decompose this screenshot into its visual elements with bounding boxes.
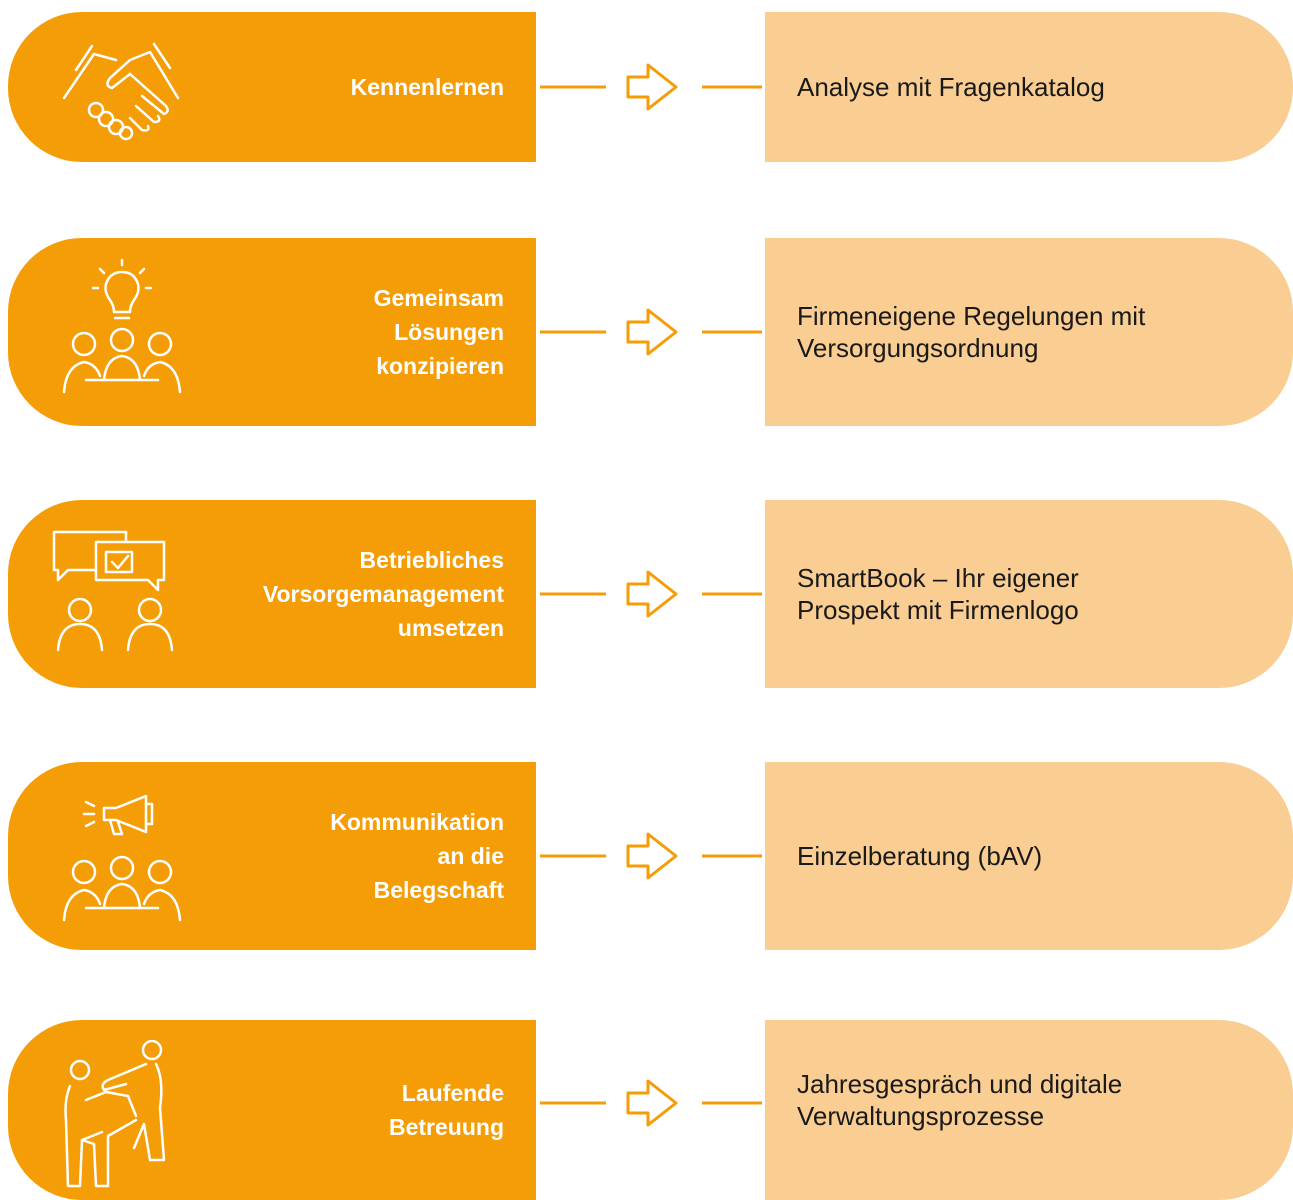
arrow-connector bbox=[536, 62, 762, 112]
process-step-1: Kennenlernen Analyse mit Fragenkatalog bbox=[0, 12, 1293, 162]
chat-check-icon bbox=[46, 524, 196, 654]
process-step-3: Betriebliches Vorsorgemanagement umsetze… bbox=[0, 500, 1293, 688]
step-description: Analyse mit Fragenkatalog bbox=[797, 72, 1105, 102]
step-description: SmartBook – Ihr eigener Prospekt mit Fir… bbox=[797, 563, 1079, 625]
step-title-box: Kennenlernen bbox=[8, 12, 536, 162]
step-title: Kommunikation an die Belegschaft bbox=[330, 809, 504, 903]
step-description-box: Einzelberatung (bAV) bbox=[765, 762, 1293, 950]
arrow-connector bbox=[536, 831, 762, 881]
step-title: Betriebliches Vorsorgemanagement umsetze… bbox=[262, 547, 504, 641]
step-description-box: Analyse mit Fragenkatalog bbox=[765, 12, 1293, 162]
support-icon bbox=[46, 1039, 196, 1190]
step-description-box: SmartBook – Ihr eigener Prospekt mit Fir… bbox=[765, 500, 1293, 688]
step-title: Gemeinsam Lösungen konzipieren bbox=[373, 285, 504, 379]
megaphone-team-icon bbox=[46, 786, 196, 926]
arrow-connector bbox=[536, 569, 762, 619]
step-title: Laufende Betreuung bbox=[389, 1080, 504, 1140]
step-title-box: Kommunikation an die Belegschaft bbox=[8, 762, 536, 950]
handshake-icon bbox=[46, 26, 196, 142]
step-description: Einzelberatung (bAV) bbox=[797, 841, 1043, 871]
step-description: Jahresgespräch und digitale Verwaltungsp… bbox=[797, 1069, 1123, 1131]
step-title-box: Laufende Betreuung bbox=[8, 1020, 536, 1200]
process-step-2: Gemeinsam Lösungen konzipieren Firmeneig… bbox=[0, 238, 1293, 426]
step-description-box: Firmeneigene Regelungen mit Versorgungso… bbox=[765, 238, 1293, 426]
step-title-box: Betriebliches Vorsorgemanagement umsetze… bbox=[8, 500, 536, 688]
arrow-connector bbox=[536, 307, 762, 357]
team-idea-icon bbox=[46, 258, 196, 398]
step-title: Kennenlernen bbox=[350, 74, 504, 100]
step-title-box: Gemeinsam Lösungen konzipieren bbox=[8, 238, 536, 426]
process-step-4: Kommunikation an die Belegschaft Einzelb… bbox=[0, 762, 1293, 950]
arrow-connector bbox=[536, 1078, 762, 1128]
step-description: Firmeneigene Regelungen mit Versorgungso… bbox=[797, 301, 1146, 363]
step-description-box: Jahresgespräch und digitale Verwaltungsp… bbox=[765, 1020, 1293, 1200]
process-step-5: Laufende Betreuung Jahresgespräch und di… bbox=[0, 1020, 1293, 1200]
